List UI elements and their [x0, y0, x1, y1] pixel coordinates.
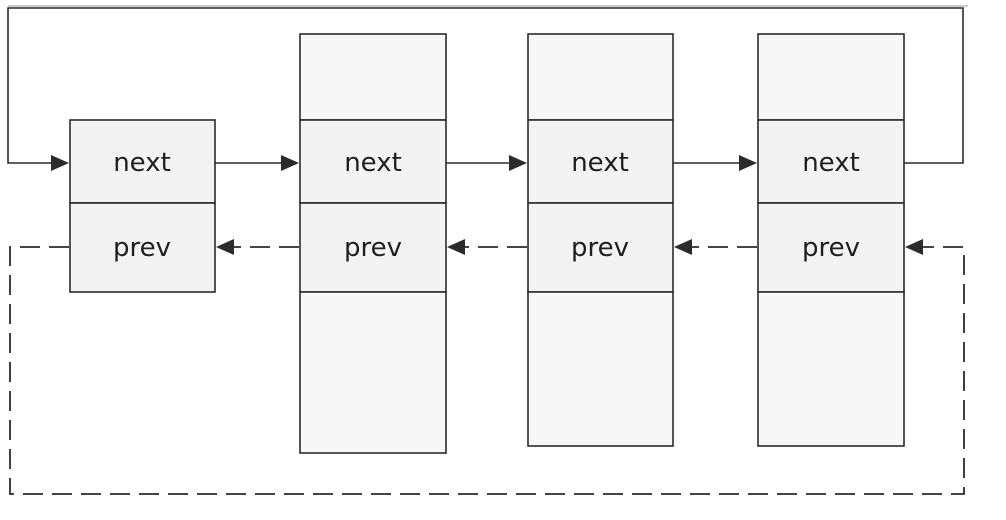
node-2-prev-label: prev: [344, 233, 402, 263]
next-arrowhead-to-node-2: [281, 155, 299, 171]
prev-link-1-4-wrap: [9, 246, 965, 495]
node-3-next-field: [527, 119, 674, 204]
next-arrowhead-to-node-4: [739, 155, 757, 171]
node-4: next prev: [757, 33, 905, 447]
prev-arrowhead-to-node-2: [447, 239, 465, 255]
next-pointers: [7, 7, 964, 171]
node-4-prev-field: [757, 202, 905, 293]
node-2-next-label: next: [344, 148, 402, 178]
node-2: next prev: [299, 33, 447, 454]
node-3-prev-field: [527, 202, 674, 293]
node-4-prev-label: prev: [802, 233, 860, 263]
node-2-prev-field: [299, 202, 447, 293]
prev-arrowhead-to-node-3: [674, 239, 692, 255]
node-1: next prev: [69, 119, 216, 293]
node-4-data-top: [757, 33, 905, 121]
node-4-next-field: [757, 119, 905, 204]
prev-arrowhead-to-node-1: [216, 239, 234, 255]
node-1-prev-label: prev: [113, 233, 171, 263]
node-3-data-bottom: [527, 291, 674, 447]
node-1-next-label: next: [113, 148, 171, 178]
next-arrowhead-to-node-3: [509, 155, 527, 171]
node-3-next-label: next: [571, 148, 629, 178]
prev-arrowhead-to-node-4: [905, 239, 923, 255]
node-2-data-top: [299, 33, 447, 121]
node-2-data-bottom: [299, 291, 447, 454]
node-3-data-top: [527, 33, 674, 121]
node-3-prev-label: prev: [571, 233, 629, 263]
node-4-next-label: next: [802, 148, 860, 178]
next-arrowhead-to-node-1: [51, 155, 69, 171]
node-4-data-bottom: [757, 291, 905, 447]
next-link-4-1-wrap: [7, 7, 964, 164]
prev-pointers: [9, 239, 965, 495]
node-3: next prev: [527, 33, 674, 447]
node-1-prev-field: [69, 202, 216, 293]
